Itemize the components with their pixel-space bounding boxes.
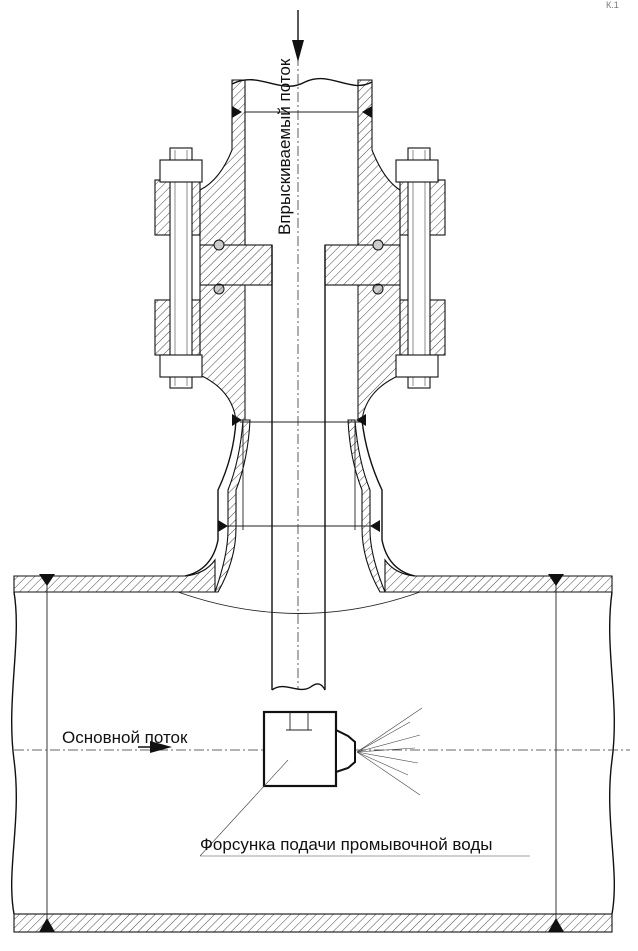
main-flow-arrow <box>138 741 172 753</box>
bolt-right <box>395 147 446 389</box>
branch-tee <box>184 414 416 593</box>
corner-mark: К.1 <box>606 0 619 10</box>
main-flow-label: Основной поток <box>62 728 188 747</box>
injection-pipe <box>271 20 326 691</box>
main-pipe <box>10 558 630 933</box>
nozzle-body <box>262 710 356 788</box>
bolt-left <box>154 147 203 389</box>
upper-flange <box>199 77 401 246</box>
gasket-plate <box>199 239 401 295</box>
injected-flow-arrow <box>292 10 304 62</box>
spray-lines <box>356 707 423 796</box>
nozzle-leader <box>199 759 530 857</box>
injected-flow-label: Впрыскиваемый поток <box>275 58 294 235</box>
nozzle-label: Форсунка подачи промывочной воды <box>200 835 493 854</box>
lower-flange <box>199 284 401 421</box>
